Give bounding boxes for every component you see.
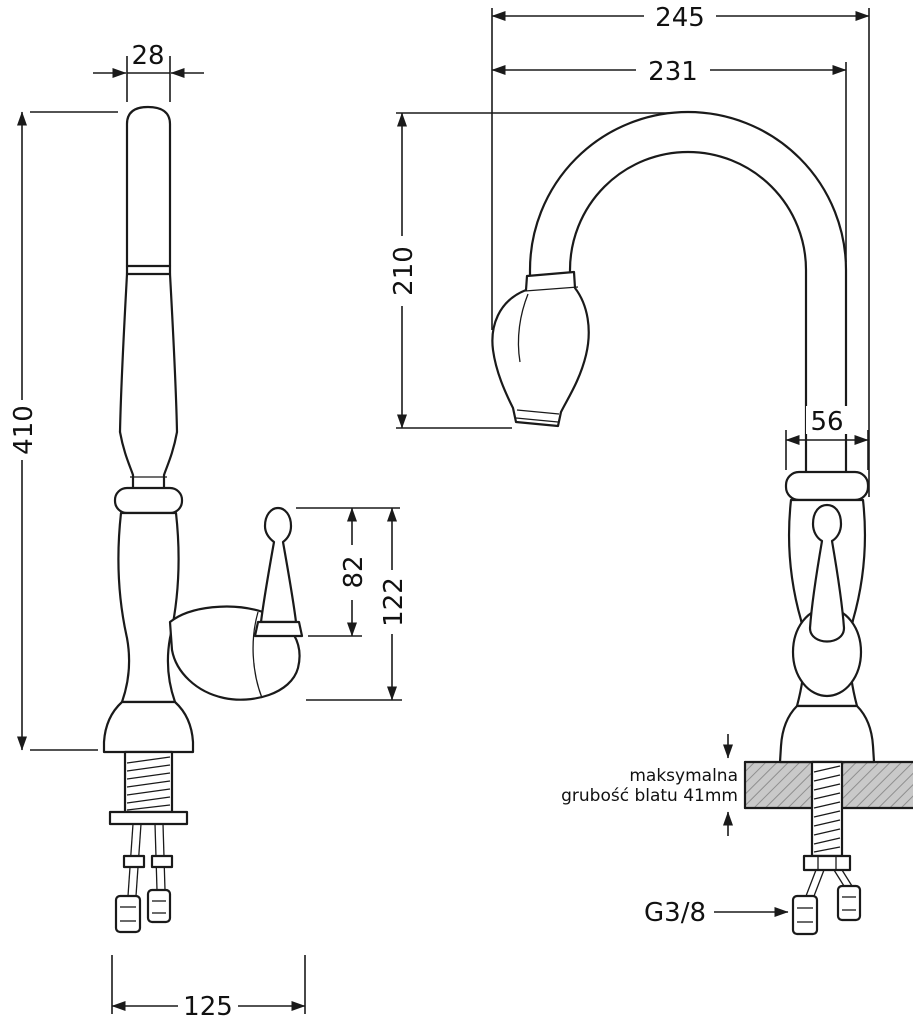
left-mounting-nut <box>150 854 174 869</box>
dim-label-lever-total-height: 122 <box>379 577 409 627</box>
right-base <box>778 704 876 764</box>
dim-label-total-height: 410 <box>9 405 39 455</box>
pullout-spray-head <box>491 270 590 428</box>
left-base <box>102 700 195 754</box>
dimension-spout-reach: 231 <box>491 57 847 262</box>
right-faucet-view <box>491 110 913 936</box>
left-threaded-shank <box>108 750 189 826</box>
left-hose-connector <box>146 888 172 924</box>
dimension-total-height: 410 <box>9 111 118 751</box>
dimension-body-width: 56 <box>785 406 869 470</box>
dim-label-lever-height: 82 <box>339 555 369 588</box>
aerator-face <box>516 409 560 415</box>
left-body <box>102 511 195 754</box>
dim-label-base-width: 125 <box>183 992 233 1022</box>
dimensions: 28 410 82 122 125 <box>9 3 870 1022</box>
right-threaded-shank <box>802 760 852 872</box>
dimension-arc-height: 210 <box>389 112 670 429</box>
dimension-overall-width: 245 <box>491 3 870 497</box>
left-lever-handle <box>253 506 304 638</box>
dim-label-body-width: 56 <box>810 407 843 437</box>
dim-label-overall-width: 245 <box>655 3 705 33</box>
left-mounting-flange <box>108 810 189 826</box>
right-collar <box>784 470 870 502</box>
dimension-base-width: 125 <box>111 955 306 1022</box>
left-faucet-view <box>102 105 304 934</box>
counter-note-line2: grubość blatu 41mm <box>561 786 738 806</box>
left-spout <box>118 105 179 434</box>
dimension-lever-total-height: 122 <box>306 507 409 701</box>
dimension-spout-width: 28 <box>93 41 204 102</box>
left-supply-hoses <box>114 823 174 934</box>
dim-label-arc-height: 210 <box>389 246 419 296</box>
left-hose-connector <box>114 894 142 934</box>
dim-label-spout-reach: 231 <box>648 57 698 87</box>
dim-label-spout-width: 28 <box>131 41 164 71</box>
thread-size-callout: G3/8 <box>644 898 789 928</box>
counter-note-line1: maksymalna <box>629 766 738 786</box>
dim-label-thread-size: G3/8 <box>644 898 706 928</box>
right-lever-handle <box>808 503 846 643</box>
right-mounting-nut <box>802 854 852 872</box>
dimension-lever-height: 82 <box>296 507 400 637</box>
left-mounting-nut <box>122 854 146 869</box>
right-supply-hoses <box>791 869 862 936</box>
left-neck <box>113 430 184 515</box>
right-hose-connector <box>791 894 819 936</box>
countertop-thickness-note: maksymalna grubość blatu 41mm <box>561 734 738 836</box>
right-hose-connector <box>836 884 862 922</box>
